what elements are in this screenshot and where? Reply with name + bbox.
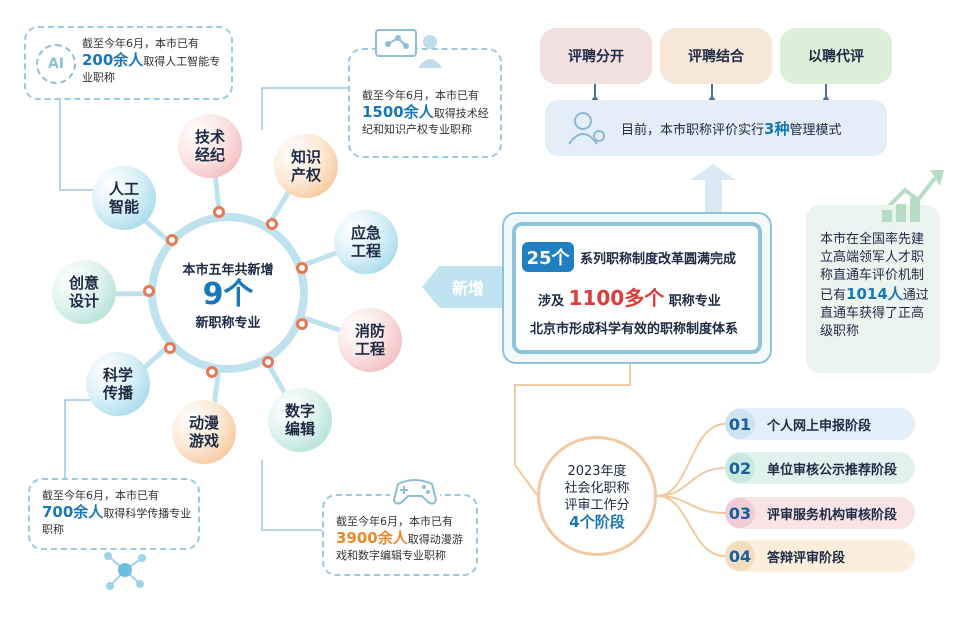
game-callout-num: 3900余人 (336, 529, 408, 547)
game-callout-post: 取得动漫游戏和数字编辑专业职称 (336, 533, 463, 562)
main-num2: 1100多个 (568, 286, 665, 310)
sci-callout: 截至今年6月，本市已有 700余人取得科学传播专业职称 (28, 478, 200, 550)
node-ai: 人工 智能 (92, 166, 156, 230)
ring-dot (266, 218, 278, 230)
year-stages-circle: 2023年度 社会化职称 评审工作分 4个阶段 (537, 436, 657, 556)
node-digital-edit: 数字 编辑 (268, 388, 332, 452)
mode-pill-combined: 评聘结合 (660, 28, 772, 84)
sci-callout-num: 700余人 (42, 503, 104, 521)
gamepad-icon (390, 474, 440, 508)
mode-num: 3种 (764, 120, 790, 138)
tech-callout: 截至今年6月，本市已有 1500余人取得技术经纪和知识产权专业职称 (348, 29, 502, 158)
main-text1: 系列职称制度改革圆满完成 (580, 252, 737, 267)
game-callout-pre: 截至今年6月，本市已有 (336, 515, 453, 528)
sci-callout-pre: 截至今年6月，本市已有 (42, 489, 159, 502)
node-creative: 创意 设计 (52, 260, 116, 324)
stage-2-label: 单位审核公示推荐阶段 (767, 462, 898, 478)
direct-track-box: 本市在全国率先建立高端领军人才职称直通车评价机制 已有1014人通过直通车获得了… (806, 205, 940, 373)
stage-2-num: 02 (725, 453, 755, 483)
ring-dot (206, 366, 218, 378)
ai-callout-post: 取得人工智能专业职称 (82, 55, 221, 84)
node-anime-game: 动漫 游戏 (172, 400, 236, 464)
year-line3: 评审工作分 (564, 498, 630, 513)
ring-dot (296, 318, 308, 330)
tech-callout-pre: 截至今年6月，本市已有 (362, 89, 479, 102)
hub-line1: 本市五年共新增 (182, 263, 274, 278)
stage-1: 01 个人网上申报阶段 (725, 408, 915, 440)
mode-pill-replace: 以聘代评 (780, 28, 892, 84)
presentation-icon (374, 28, 442, 68)
ai-head-icon: AI (36, 44, 76, 84)
ai-callout-pre: 截至今年6月，本市已有 (82, 37, 199, 50)
ring-dot (164, 342, 176, 354)
tech-callout-post: 取得技术经纪和知识产权专业职称 (362, 107, 489, 136)
stage-4: 04 答辩评审阶段 (725, 540, 915, 572)
ring-dot (143, 285, 155, 297)
stage-1-label: 个人网上申报阶段 (767, 418, 872, 434)
ring-dot (166, 234, 178, 246)
stage-3-num: 03 (725, 498, 755, 528)
direct-track-text1: 本市在全国率先建立高端领军人才职称直通车评价机制 (820, 232, 925, 283)
stage-3: 03 评审服务机构审核阶段 (725, 497, 915, 529)
main-summary-box: 25个 系列职称制度改革圆满完成 涉及 1100多个 职称专业 北京市形成科学有… (502, 212, 772, 364)
user-badge-icon (567, 110, 607, 146)
ring-dot (296, 262, 308, 274)
ai-callout-num: 200余人 (82, 51, 144, 69)
sci-callout-post: 取得科学传播专业职称 (42, 507, 192, 536)
growth-bars-icon (880, 196, 936, 222)
direct-track-num2: 1014人 (846, 285, 903, 303)
node-emergency: 应急 工程 (334, 210, 398, 274)
year-line1: 2023年度 (567, 464, 627, 479)
stage-4-label: 答辩评审阶段 (767, 550, 846, 566)
main-num1: 25个 (522, 242, 574, 272)
hub-count: 9个 (202, 277, 254, 312)
ring-dot (262, 356, 274, 368)
main-pre2: 涉及 (538, 294, 565, 309)
stage-1-num: 01 (725, 409, 755, 439)
mode-post: 管理模式 (789, 123, 842, 138)
mode-summary-bar: 目前，本市职称评价实行3种管理模式 (545, 100, 887, 156)
node-fire: 消防 工程 (338, 308, 402, 372)
year-line2: 社会化职称 (564, 481, 630, 496)
hub-line3: 新职称专业 (195, 316, 261, 331)
node-tech-broker: 技术 经纪 (178, 114, 242, 178)
mode-pill-separate: 评聘分开 (540, 28, 652, 84)
ring-dot (213, 206, 225, 218)
main-line3: 北京市形成科学有效的职称制度体系 (530, 322, 739, 337)
stage-2: 02 单位审核公示推荐阶段 (725, 452, 915, 484)
main-post2: 职称专业 (668, 294, 721, 309)
stage-3-label: 评审服务机构审核阶段 (767, 507, 898, 523)
game-callout: 截至今年6月，本市已有 3900余人取得动漫游戏和数字编辑专业职称 (322, 474, 478, 576)
year-line4: 4个阶段 (569, 513, 625, 531)
stage-4-num: 04 (725, 541, 755, 571)
new-arrow-tag: 新增 (422, 266, 502, 308)
ai-callout: AI 截至今年6月，本市已有 200余人取得人工智能专业职称 (24, 26, 233, 100)
node-ip: 知识 产权 (274, 134, 338, 198)
direct-track-pre2: 已有 (820, 288, 847, 303)
node-sci-comm: 科学 传播 (86, 352, 150, 416)
mode-pre: 目前，本市职称评价实行 (621, 123, 765, 138)
molecule-icon (100, 548, 150, 592)
direct-track-post2: 通过直通车获得了正高级职称 (820, 288, 929, 339)
tech-callout-num: 1500余人 (362, 103, 434, 121)
